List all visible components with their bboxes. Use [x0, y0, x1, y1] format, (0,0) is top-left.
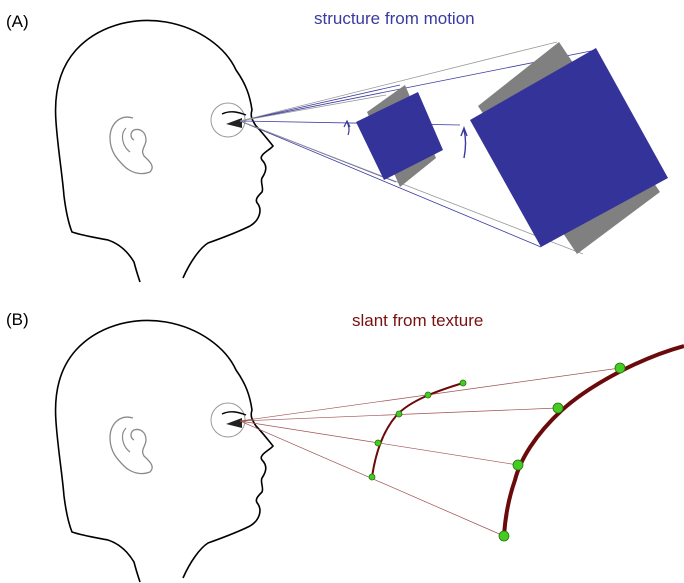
- texture-curve-near: [371, 382, 464, 478]
- eye-b: [226, 418, 242, 428]
- motion-arrow-large: [460, 126, 468, 159]
- ear-a: [109, 116, 153, 175]
- ear-inner-b: [121, 427, 131, 453]
- ear-b: [109, 416, 153, 475]
- head-profile-b: [54, 319, 275, 583]
- panel-a-label: (A): [6, 12, 29, 31]
- square-small: [356, 92, 443, 180]
- panel-a-title: structure from motion: [314, 9, 475, 28]
- texture-curve-far: [502, 344, 684, 537]
- panel-a: (A) structure from motion: [6, 9, 668, 283]
- texture-dots-far: [498, 362, 626, 542]
- panel-b: (B) slant from texture: [6, 310, 684, 583]
- panel-b-title: slant from texture: [352, 311, 483, 330]
- panel-b-label: (B): [6, 310, 29, 329]
- square-large: [470, 48, 668, 247]
- eyelid-a: [221, 111, 247, 116]
- eyelid-b: [221, 411, 247, 416]
- eye-a: [226, 118, 242, 128]
- texture-dots-near: [368, 379, 467, 481]
- rays-a-gray: [239, 41, 584, 255]
- ear-inner-a: [121, 127, 131, 153]
- head-profile-a: [54, 19, 275, 283]
- motion-arrow-small: [343, 119, 351, 136]
